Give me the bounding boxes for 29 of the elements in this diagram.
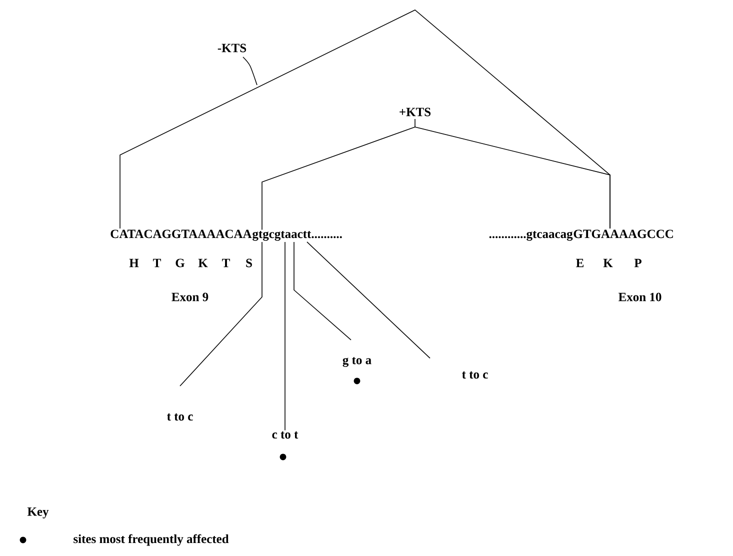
amino-acid-letter: E <box>576 258 584 268</box>
sequence-text: CATACAGGTAAAACAA <box>110 230 252 238</box>
exon-label: Exon 10 <box>618 292 662 302</box>
sequence-text: gtgcgtaactt.......... <box>252 230 342 241</box>
leader-line <box>284 242 286 431</box>
amino-acid-letter: T <box>153 258 161 268</box>
edge-label: +KTS <box>400 108 431 116</box>
key-heading: Key <box>27 508 49 518</box>
mutation-label: t to c <box>167 413 193 421</box>
edge-label: -KTS <box>218 44 246 52</box>
splice-line <box>262 126 610 230</box>
amino-acid-letter: P <box>634 258 642 268</box>
amino-acid-letter: K <box>603 258 613 268</box>
splice-line <box>120 10 610 229</box>
leader-line <box>306 242 430 359</box>
amino-acid-letter: G <box>176 258 185 268</box>
sequence-text: GTGAAAAGCCC <box>574 230 673 238</box>
leader-line <box>180 242 262 386</box>
mutation-label: t to c <box>462 371 488 379</box>
legend-text: sites most frequently affected <box>74 534 229 546</box>
mutation-label: c to t <box>272 431 298 439</box>
amino-acid-letter: S <box>246 258 252 268</box>
amino-acid-letter: H <box>129 258 139 268</box>
exon-label: Exon 9 <box>172 292 208 302</box>
mutation-label: g to a <box>342 357 372 367</box>
leader-line <box>294 242 352 340</box>
amino-acid-letter: K <box>198 258 208 268</box>
amino-acid-letter: T <box>222 258 230 268</box>
sequence-text: ............gtcaacag <box>489 230 573 241</box>
